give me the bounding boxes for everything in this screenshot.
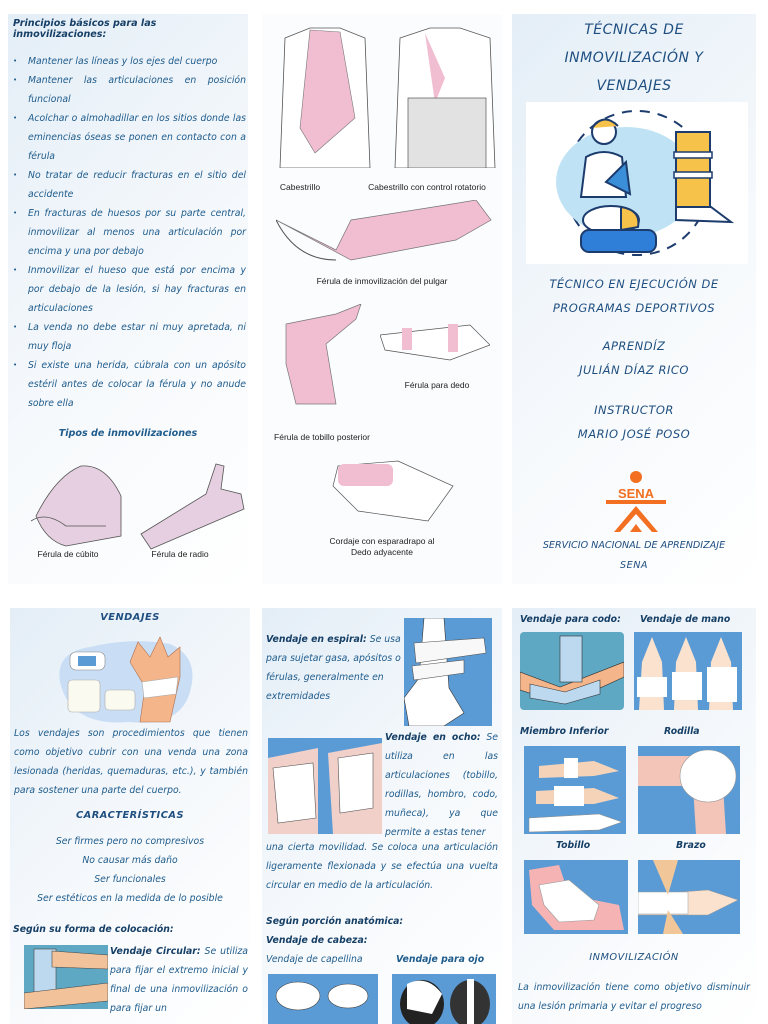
characteristic-item: Ser firmes pero no compresivos [55, 836, 205, 847]
panel-cover: TÉCNICAS DE INMOVILIZACIÓN Y VENDAJES TÉ… [512, 14, 756, 584]
program-name: TÉCNICO EN EJECUCIÓN DE PROGRAMAS DEPORT… [549, 277, 719, 315]
figure-eight-bandage-text: Vendaje en ocho: Se utiliza en las artic… [385, 732, 498, 838]
finger-splint-caption: Férula para dedo [404, 380, 470, 390]
radius-splint-caption: Férula de radio [151, 549, 209, 559]
characteristic-item: Ser funcionales [94, 874, 166, 885]
lower-limb-bandage-image [524, 746, 626, 834]
apprentice-label: APRENDÍZ [602, 339, 666, 353]
ankle-label: Tobillo [556, 840, 591, 851]
sling-illustration [270, 18, 380, 168]
panel-bandage-types: Vendaje en espiral: Se usa para sujetar … [262, 608, 502, 1024]
knee-bandage-image [638, 746, 740, 834]
finger-splint-illustration [380, 310, 490, 370]
figure-eight-bandage-continued: una cierta movilidad. Se coloca una arti… [266, 842, 498, 891]
principle-item: Mantener las líneas y los ejes del cuerp… [8, 52, 246, 71]
panel-anatomic-bandages: Vendaje para codo: Vendaje de mano Miemb… [512, 608, 756, 1024]
capellina-label: Vendaje de capellina [266, 954, 363, 965]
anatomic-heading: Según porción anatómica: [266, 916, 404, 927]
spiral-bandage-image [404, 618, 492, 726]
characteristics-title: CARACTERÍSTICAS [75, 810, 185, 821]
buddy-tape-illustration [328, 456, 458, 526]
bandages-intro: Los vendajes son procedimientos que tien… [14, 728, 248, 796]
principle-item: Mantener las articulaciones en posición … [8, 71, 246, 109]
circular-bandage-image [24, 945, 108, 1009]
elbow-bandage-image [520, 632, 624, 710]
apprentice-name: JULIÁN DÍAZ RICO [579, 363, 689, 377]
principle-item: En fracturas de huesos por su parte cent… [8, 204, 246, 261]
principles-heading: Principios básicos para las inmovilizaci… [13, 18, 157, 40]
spiral-bandage-label: Vendaje en espiral: [266, 634, 367, 645]
figure-eight-bandage-image [268, 738, 382, 834]
circular-bandage-label: Vendaje Circular: [110, 946, 201, 957]
principle-item: Inmovilizar el hueso que está por encima… [8, 261, 246, 318]
characteristic-item: No causar más daño [82, 855, 178, 866]
types-heading: Tipos de inmovilizaciones [58, 428, 198, 439]
thumb-splint-illustration [276, 200, 496, 270]
principle-item: Acolchar o almohadillar en los sitios do… [8, 109, 246, 166]
sling-caption: Cabestrillo [279, 182, 321, 192]
panel-immobilization-types: Cabestrillo Cabestrillo con control rota… [262, 14, 502, 584]
bandages-title: VENDAJES [100, 612, 160, 623]
thumb-splint-caption: Férula de inmovilización del pulgar [316, 276, 448, 286]
placement-heading: Según su forma de colocación: [13, 924, 174, 935]
immobilization-title: INMOVILIZACIÓN [589, 952, 679, 963]
instructor-name: MARIO JOSÉ POSO [577, 427, 691, 441]
cover-title: TÉCNICAS DE INMOVILIZACIÓN Y VENDAJES [564, 22, 704, 94]
bandages-illustration [50, 632, 200, 728]
ankle-bandage-image [524, 860, 628, 934]
immobilization-illustration [526, 102, 748, 264]
buddy-tape-caption: Cordaje con esparadrapo al Dedo adyacent… [329, 536, 435, 557]
elbow-bandage-label: Vendaje para codo: [520, 614, 621, 625]
principles-list: Mantener las líneas y los ejes del cuerp… [8, 52, 246, 413]
instructor-label: INSTRUCTOR [594, 403, 674, 417]
knee-label: Rodilla [664, 726, 700, 737]
arm-label: Brazo [676, 840, 706, 851]
capellina-bandage-image [268, 974, 378, 1024]
eye-bandage-image [392, 974, 496, 1024]
characteristic-item: Ser estéticos en la medida de lo posible [37, 893, 223, 904]
panel-bandages: VENDAJES Los vendajes son procedimientos… [10, 608, 250, 1024]
lower-limb-label: Miembro Inferior [520, 726, 609, 737]
ankle-splint-illustration [276, 304, 366, 424]
ulna-splint-caption: Férula de cúbito [37, 549, 99, 559]
immobilization-text: La inmovilización tiene como objetivo di… [518, 982, 750, 1012]
panel-principles: Principios básicos para las inmovilizaci… [8, 14, 248, 584]
radius-splint-illustration [136, 454, 246, 554]
sling-rotary-caption: Cabestrillo con control rotatorio [368, 182, 486, 192]
hand-bandage-image [634, 632, 742, 710]
characteristics-list: Ser firmes pero no compresivos No causar… [10, 832, 250, 908]
ulna-splint-illustration [26, 456, 126, 556]
arm-bandage-image [638, 860, 740, 934]
eye-bandage-label: Vendaje para ojo [396, 954, 485, 965]
hand-bandage-label: Vendaje de mano [640, 614, 731, 625]
svg-text:SENA: SENA [618, 486, 655, 501]
ankle-splint-caption: Férula de tobillo posterior [274, 432, 370, 442]
head-bandage-heading: Vendaje de cabeza: [266, 935, 368, 946]
principle-item: Si existe una herida, cúbrala con un apó… [8, 356, 246, 413]
figure-eight-bandage-label: Vendaje en ocho: [385, 732, 481, 743]
principle-item: La venda no debe estar ni muy apretada, … [8, 318, 246, 356]
sling-rotary-illustration [390, 18, 500, 168]
spiral-bandage-text: Vendaje en espiral: Se usa para sujetar … [266, 634, 401, 702]
circular-bandage-text: Vendaje Circular: Se utiliza para fijar … [110, 946, 248, 1014]
institution-name: SERVICIO NACIONAL DE APRENDIZAJE SENA [542, 540, 726, 571]
principle-item: No tratar de reducir fracturas en el sit… [8, 166, 246, 204]
sena-logo: SENA [604, 470, 668, 534]
